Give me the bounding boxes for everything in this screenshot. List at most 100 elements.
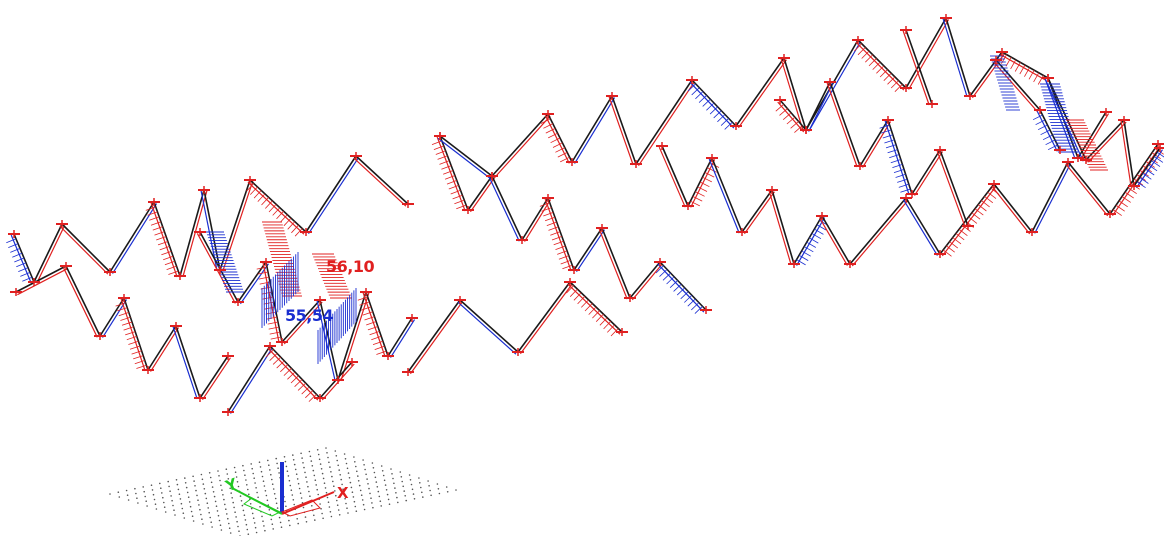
grid-dot [392,477,394,480]
y-axis-arrow-icon [243,497,282,517]
diagram-hatch [118,312,129,317]
support-icon [56,220,68,228]
support-icon [170,322,182,330]
diagram-hatch [1047,144,1058,151]
grid-dot [372,506,374,509]
grid-dot [185,486,188,489]
grid-dot [150,484,153,487]
grid-dot [182,512,185,514]
grid-dot [235,516,237,518]
truss-member [905,29,933,105]
grid-dot [144,495,146,498]
diagram-hatch [1024,67,1030,77]
grid-dot [262,520,264,522]
grid-dot [215,505,218,508]
truss-member [227,345,271,413]
support-icon [222,408,234,416]
force-diagram-line [1087,121,1127,163]
diagram-hatch [984,196,994,204]
grid-dot [227,478,230,480]
force-diagram-line [524,199,552,242]
grid-dot [279,521,282,524]
grid-dot [360,494,363,497]
force-diagram-line [308,157,360,234]
grid-dot [337,464,340,467]
grid-dot [344,458,347,460]
grid-dot [336,459,339,462]
grid-dot [294,468,297,471]
grid-dot [243,514,246,516]
diagram-hatch [562,264,573,270]
truss-member [939,183,995,255]
diagram-hatch [250,186,258,195]
diagram-hatch [1133,178,1143,186]
diagram-hatch [446,180,457,185]
truss-member [219,179,251,271]
diagram-hatch [872,61,881,70]
diagram-hatch [803,246,814,253]
grid-dot [412,493,415,495]
grid-dot [284,460,287,463]
support-icon [332,376,344,384]
grid-dot [410,483,413,486]
diagram-hatch [246,183,255,192]
grid-dot [291,494,294,496]
force-diagram-line [150,327,180,372]
grid-dot [430,494,432,497]
grid-dot [353,500,356,503]
diagram-hatch [269,353,278,361]
grid-dot [296,478,299,480]
grid-dot [349,481,352,484]
grid-dot [234,471,237,474]
grid-dot [381,470,384,472]
grid-dot [155,508,158,510]
grid-dot [394,487,396,489]
grid-dot [300,497,303,499]
diagram-hatch [371,335,382,341]
grid-dot [397,501,399,504]
support-icon [454,296,466,304]
diagram-hatch [865,54,874,63]
grid-dot [387,498,390,501]
truss-member [735,57,785,127]
diagram-hatch [543,123,553,129]
force-diagram-line [230,347,274,414]
grid-dot [168,485,170,488]
truss-member [337,291,367,381]
grid-dot [210,521,212,523]
diagram-hatch [1121,196,1131,203]
grid-dot [288,519,290,522]
diagram-hatch [569,288,578,297]
diagram-hatch [129,345,141,350]
grid-dot [419,482,421,484]
grid-dot [429,489,431,492]
support-icon [8,230,20,238]
truss-member [905,197,941,255]
truss-member [199,355,229,399]
grid-dot [374,476,377,479]
grid-dot [272,488,275,490]
grid-dot [276,462,278,465]
diagram-hatch [123,326,134,331]
grid-dot [209,476,212,479]
force-diagram-line [409,301,463,375]
diagram-hatch [796,259,806,266]
grid-dot [287,475,290,477]
diagram-hatch [257,193,266,202]
diagram-hatch [687,298,696,307]
grid-dot [205,497,208,500]
force-diagram-line [574,97,616,164]
diagram-hatch [669,280,678,288]
grid-dot [244,519,247,521]
diagram-hatch [166,265,177,270]
grid-dot [191,515,194,517]
grid-dot [404,495,407,497]
support-icon [1034,106,1046,114]
grid-dot [152,493,155,496]
grid-dot [178,493,181,496]
grid-dot [199,508,201,511]
truss-member [1133,147,1161,187]
diagram-hatch [280,364,289,373]
